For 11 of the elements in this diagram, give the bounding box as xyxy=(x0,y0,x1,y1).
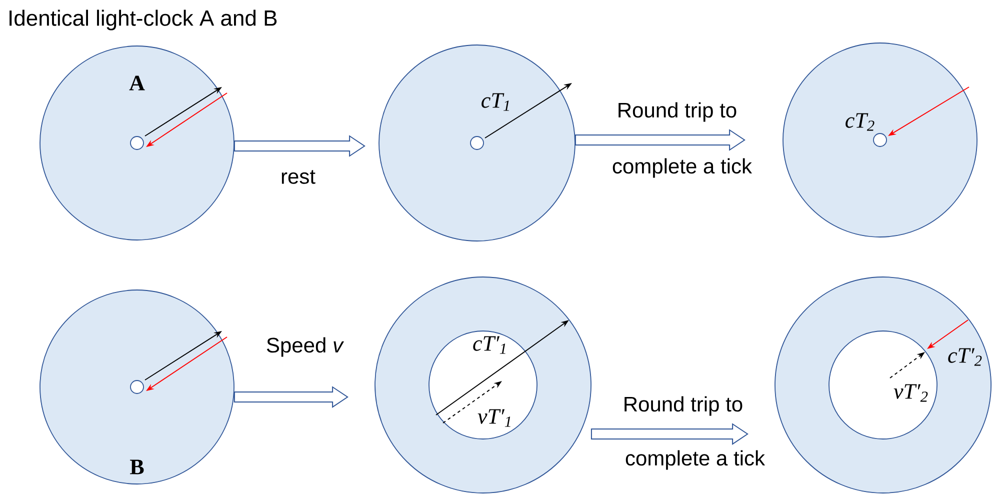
edge-label: Round trip to xyxy=(618,102,736,122)
title: Identical light-clock A and B xyxy=(10,10,277,30)
block-arrow xyxy=(590,423,748,445)
block-arrow xyxy=(574,129,746,151)
edge-label: Speed v xyxy=(266,337,344,357)
block-arrow xyxy=(234,386,348,408)
edge-label: rest xyxy=(282,170,316,184)
arrow-caption: complete a tick xyxy=(612,158,752,178)
arrow-caption: complete a tick xyxy=(626,450,766,470)
block-arrow xyxy=(234,135,366,157)
edge-label: Round trip to xyxy=(624,396,742,416)
